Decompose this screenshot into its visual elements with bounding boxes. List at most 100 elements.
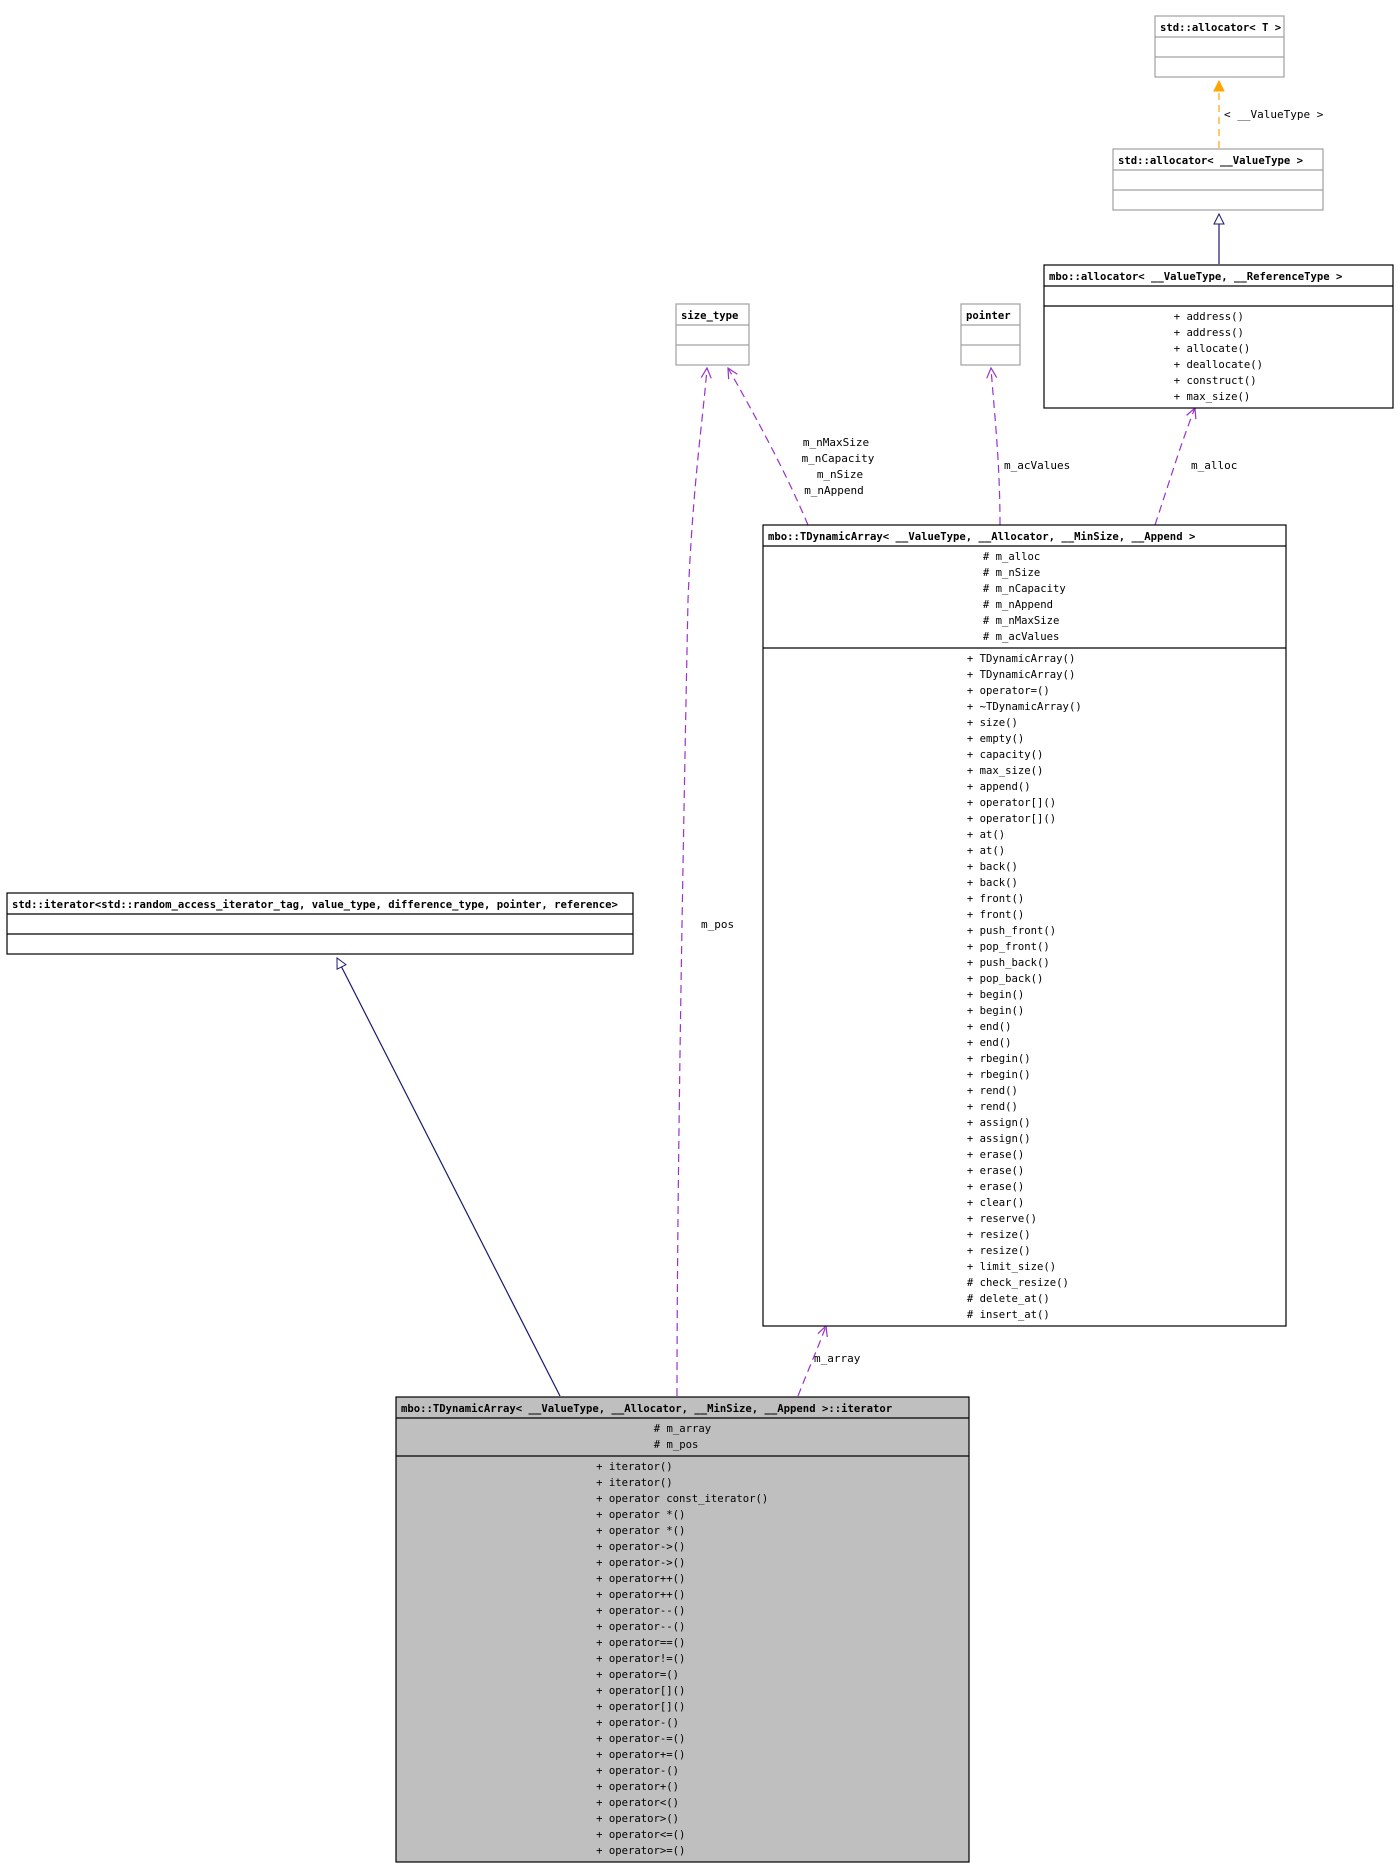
class-method: + max_size() [967,765,1044,777]
class-method: + back() [967,861,1018,873]
class-method: + limit_size() [967,1261,1056,1273]
class-box-std-iterator[interactable]: std::iterator<std::random_access_iterato… [6,892,634,955]
class-method: + end() [967,1037,1012,1049]
class-method: + assign() [967,1133,1031,1145]
class-attribute: # m_alloc [983,551,1040,563]
class-method: + operator[]() [967,797,1056,809]
class-method: + deallocate() [1174,359,1263,371]
class-attribute: # m_array [654,1423,711,1435]
class-method: + iterator() [596,1477,673,1489]
class-method: + end() [967,1021,1012,1033]
class-attribute: # m_nSize [983,567,1040,579]
class-method: + operator-() [596,1765,679,1777]
class-method: + capacity() [967,749,1044,761]
class-box-iterator[interactable]: mbo::TDynamicArray< __ValueType, __Alloc… [395,1396,970,1863]
class-attribute: # m_nCapacity [983,583,1066,595]
class-box-frame [395,1396,970,1863]
class-method: + address() [1174,327,1244,339]
label-size-member: m_nCapacity [802,452,875,465]
class-method: + clear() [967,1197,1024,1209]
class-method: + operator>=() [596,1845,685,1857]
class-method: + iterator() [596,1461,673,1473]
class-method: + begin() [967,1005,1024,1017]
class-attribute: # m_acValues [983,631,1060,643]
class-box-frame [675,303,750,366]
class-title: std::iterator<std::random_access_iterato… [12,899,618,911]
class-method: + allocate() [1174,343,1251,355]
class-method: + operator--() [596,1621,685,1633]
class-method: + operator[]() [596,1701,685,1713]
class-method: + front() [967,909,1024,921]
class-method: + operator *() [596,1525,685,1537]
class-method: + begin() [967,989,1024,1001]
label-array: m_array [814,1352,861,1365]
class-method: + construct() [1174,375,1257,387]
class-box-tdynamicarray[interactable]: mbo::TDynamicArray< __ValueType, __Alloc… [762,524,1287,1327]
class-method: + erase() [967,1165,1024,1177]
class-method: + operator const_iterator() [596,1493,768,1505]
class-box-frame [960,303,1021,366]
class-method: + push_front() [967,925,1056,937]
label-size-member: m_nSize [817,468,863,481]
relationship-edges [336,81,1219,1397]
class-box-frame [762,524,1287,1327]
class-method: + operator<=() [596,1829,685,1841]
class-method: + pop_front() [967,941,1050,953]
class-method: + operator--() [596,1605,685,1617]
class-method: + operator+=() [596,1749,685,1761]
class-box-mbo-allocator[interactable]: mbo::allocator< __ValueType, __Reference… [1043,264,1394,409]
class-method: + operator<() [596,1797,679,1809]
class-method: + ~TDynamicArray() [967,701,1082,713]
class-method: + size() [967,717,1018,729]
edge-uses-size-type [728,368,809,526]
class-method: # delete_at() [967,1293,1050,1305]
class-method: + push_back() [967,957,1050,969]
class-box-frame [1043,264,1394,409]
class-attribute: # m_pos [654,1439,699,1451]
class-method: + operator-=() [596,1733,685,1745]
class-method: + TDynamicArray() [967,669,1075,681]
class-method: + empty() [967,733,1024,745]
class-box-frame [1112,148,1324,211]
class-method: + pop_back() [967,973,1044,985]
class-box-allocator-valuetype[interactable]: std::allocator< __ValueType > [1112,148,1324,211]
class-attribute: # m_nMaxSize [983,615,1060,627]
class-method: + back() [967,877,1018,889]
class-box-pointer[interactable]: pointer [960,303,1021,366]
class-method: + operator *() [596,1509,685,1521]
class-method: + operator+() [596,1781,679,1793]
class-boxes: std::allocator< T >std::allocator< __Val… [6,15,1394,1863]
label-template-arg: < __ValueType > [1224,108,1324,121]
class-box-size-type[interactable]: size_type [675,303,750,366]
class-box-frame [1154,15,1285,78]
class-title: mbo::allocator< __ValueType, __Reference… [1049,271,1342,283]
class-method: + rend() [967,1085,1018,1097]
class-title: std::allocator< T > [1160,22,1281,34]
class-method: # check_resize() [967,1277,1069,1289]
label-size-member: m_nAppend [804,484,864,497]
label-ac-values: m_acValues [1004,459,1070,472]
class-attribute: # m_nAppend [983,599,1053,611]
class-method: + operator>() [596,1813,679,1825]
class-title: std::allocator< __ValueType > [1118,155,1303,167]
class-method: + operator->() [596,1557,685,1569]
edge-labels: < __ValueType > m_nMaxSize m_nCapacity m… [701,108,1324,1365]
class-box-frame [6,892,634,955]
class-method: + TDynamicArray() [967,653,1075,665]
class-method: + rend() [967,1101,1018,1113]
class-method: + operator[]() [967,813,1056,825]
edge-inherit-std-iterator [336,958,561,1397]
class-method: + operator[]() [596,1685,685,1697]
class-method: + operator++() [596,1589,685,1601]
class-box-allocator-t[interactable]: std::allocator< T > [1154,15,1285,78]
class-method: + at() [967,845,1005,857]
class-method: + erase() [967,1149,1024,1161]
class-method: + operator=() [967,685,1050,697]
class-method: + at() [967,829,1005,841]
class-method: + resize() [967,1245,1031,1257]
class-method: + resize() [967,1229,1031,1241]
class-method: + rbegin() [967,1069,1031,1081]
label-alloc: m_alloc [1191,459,1237,472]
class-method: + reserve() [967,1213,1037,1225]
